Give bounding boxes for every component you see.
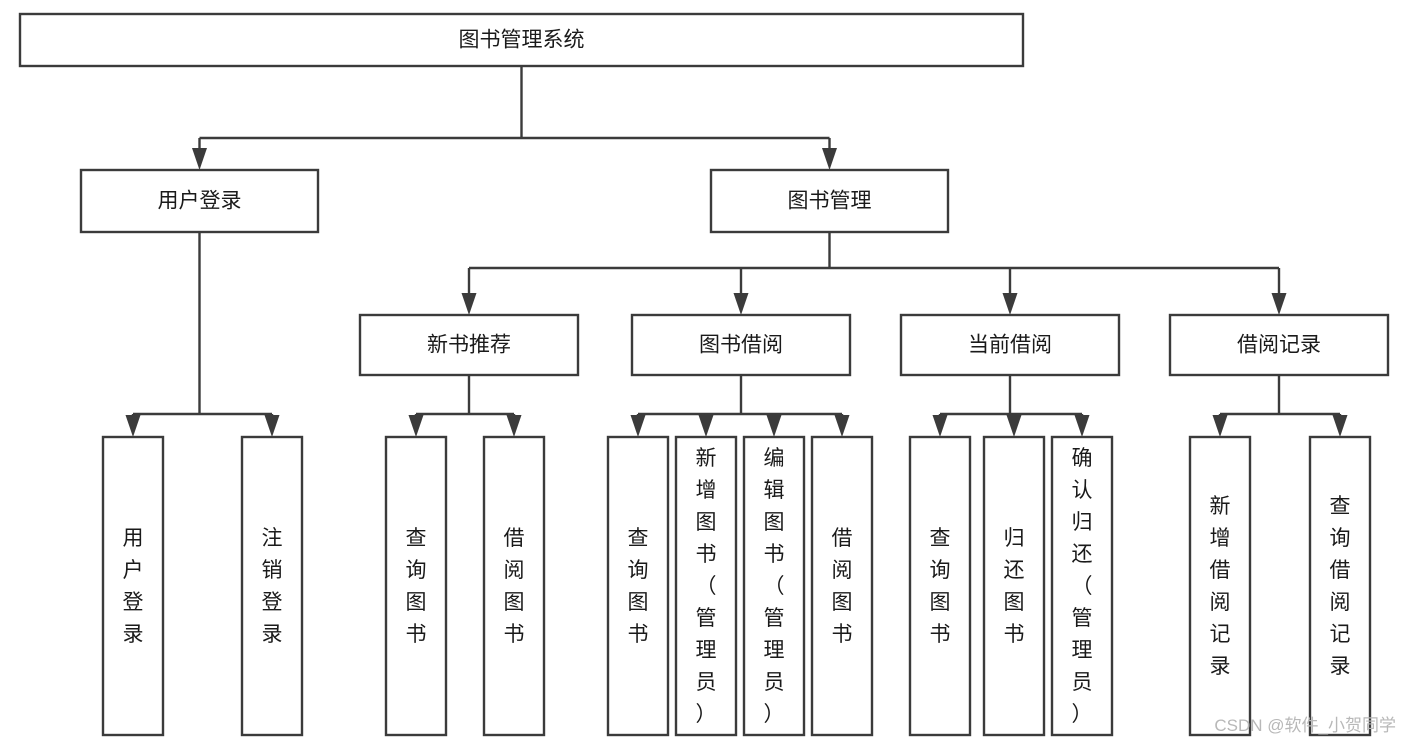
node-leaf-12[interactable]: 新增借阅记录 (1188, 435, 1252, 737)
node-box (810, 435, 874, 737)
node-box (1188, 435, 1252, 737)
node-label: 编辑图书（管理员） (764, 447, 785, 726)
arrow-head-icon (1332, 415, 1348, 437)
node-leaf-9[interactable]: 查询图书 (908, 435, 972, 737)
node-leaf-8[interactable]: 借阅图书 (810, 435, 874, 737)
node-bookmgmt[interactable]: 图书管理 (709, 168, 950, 234)
node-login[interactable]: 用户登录 (79, 168, 320, 234)
node-label: 借阅记录 (1237, 334, 1321, 357)
node-leaf-11[interactable]: 确认归还（管理员） (1050, 435, 1114, 737)
arrow-head-icon (1271, 293, 1287, 315)
node-leaf-13[interactable]: 查询借阅记录 (1308, 435, 1372, 737)
node-box (1050, 435, 1114, 737)
node-box (79, 168, 320, 234)
node-label: 用户登录 (158, 190, 242, 213)
node-box (674, 435, 738, 737)
node-label: 借阅图书 (504, 527, 525, 646)
node-label: 图书管理 (788, 190, 872, 213)
node-leaf-7[interactable]: 编辑图书（管理员） (742, 435, 806, 737)
node-label: 新增图书（管理员） (696, 447, 717, 726)
arrow-head-icon (822, 148, 837, 170)
node-leaf-4[interactable]: 借阅图书 (482, 435, 546, 737)
node-leaf-5[interactable]: 查询图书 (606, 435, 670, 737)
arrow-head-icon (733, 293, 749, 315)
node-label: 归还图书 (1004, 527, 1025, 646)
node-label: 新增借阅记录 (1210, 495, 1231, 678)
arrow-head-icon (1002, 293, 1018, 315)
arrow-head-icon (698, 415, 714, 437)
connector-layer (125, 66, 1348, 437)
arrow-head-icon (932, 415, 948, 437)
node-box (742, 435, 806, 737)
node-box (240, 435, 304, 737)
node-box (982, 435, 1046, 737)
node-box (630, 313, 852, 377)
node-box (101, 435, 165, 737)
node-box (908, 435, 972, 737)
node-newbook[interactable]: 新书推荐 (358, 313, 580, 377)
node-box (1308, 435, 1372, 737)
node-label: 确认归还（管理员） (1072, 447, 1093, 726)
node-box (1168, 313, 1390, 377)
node-label: 查询图书 (628, 527, 649, 646)
node-label: 当前借阅 (968, 334, 1052, 357)
node-leaf-1[interactable]: 用户登录 (101, 435, 165, 737)
arrow-head-icon (192, 148, 207, 170)
arrow-head-icon (264, 415, 280, 437)
arrow-head-icon (461, 293, 477, 315)
node-box (606, 435, 670, 737)
node-label: 图书借阅 (699, 334, 783, 357)
node-label: 注销登录 (262, 527, 283, 646)
arrow-head-icon (630, 415, 646, 437)
node-label: 图书管理系统 (459, 29, 585, 52)
arrow-head-icon (506, 415, 522, 437)
node-leaf-10[interactable]: 归还图书 (982, 435, 1046, 737)
node-box (358, 313, 580, 377)
node-box (384, 435, 448, 737)
node-label: 查询图书 (930, 527, 951, 646)
node-layer: 图书管理系统用户登录图书管理新书推荐图书借阅当前借阅借阅记录用户登录注销登录查询… (18, 12, 1390, 737)
arrow-head-icon (1074, 415, 1090, 437)
arrow-head-icon (408, 415, 424, 437)
csdn-watermark: CSDN @软件_小贺同学 (1214, 716, 1396, 735)
node-label: 查询借阅记录 (1330, 495, 1351, 678)
node-root[interactable]: 图书管理系统 (18, 12, 1025, 68)
node-leaf-2[interactable]: 注销登录 (240, 435, 304, 737)
arrow-head-icon (834, 415, 850, 437)
node-label: 查询图书 (406, 527, 427, 646)
node-borrow[interactable]: 图书借阅 (630, 313, 852, 377)
node-current[interactable]: 当前借阅 (899, 313, 1121, 377)
node-label: 用户登录 (123, 527, 144, 646)
node-record[interactable]: 借阅记录 (1168, 313, 1390, 377)
node-box (899, 313, 1121, 377)
node-leaf-3[interactable]: 查询图书 (384, 435, 448, 737)
node-label: 新书推荐 (427, 334, 511, 357)
node-box (709, 168, 950, 234)
node-leaf-6[interactable]: 新增图书（管理员） (674, 435, 738, 737)
arrow-head-icon (125, 415, 141, 437)
arrow-head-icon (1212, 415, 1228, 437)
arrow-head-icon (766, 415, 782, 437)
arrow-head-icon (1006, 415, 1022, 437)
node-box (18, 12, 1025, 68)
node-box (482, 435, 546, 737)
node-label: 借阅图书 (832, 527, 853, 646)
